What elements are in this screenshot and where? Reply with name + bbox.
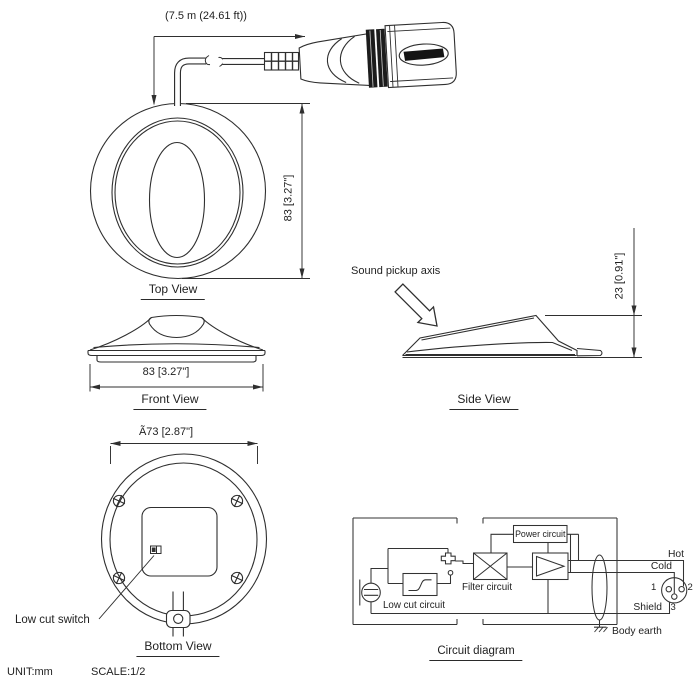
side-mid-seam: [405, 341, 575, 356]
side-top-seam: [421, 317, 535, 341]
bottom-plate: [141, 506, 218, 577]
side-cable-tab: [576, 347, 603, 357]
bottom-view-title: Bottom View: [136, 639, 220, 657]
switch-contact: [447, 569, 454, 576]
xlr-pin1-label: 1: [651, 582, 657, 593]
circuit-diagram-title: Circuit diagram: [429, 645, 523, 662]
circuit-diagram-drawing: [352, 517, 688, 633]
screw: [112, 494, 126, 508]
xlr-pin2-label: 2: [687, 582, 693, 593]
body-earth-label: Body earth: [612, 626, 662, 637]
low-cut-switch-symbol: [440, 548, 474, 565]
strain-relief-ribs: [263, 51, 300, 71]
cable-length-dim-label: (7.5 m (24.61 ft)): [165, 10, 247, 22]
xlr-pin-2: [678, 585, 685, 593]
top-dome-ring-inner: [114, 120, 241, 265]
xlr-pinout-symbol: [661, 577, 688, 604]
xlr-connector: [298, 21, 457, 89]
screw: [112, 571, 126, 585]
dim-bottom-diameter: [110, 441, 258, 464]
top-outer-shell: [89, 102, 267, 280]
unit-label: UNIT:mm: [7, 666, 53, 678]
side-view-drawing: [394, 228, 642, 359]
filter-circuit-label: Filter circuit: [461, 581, 513, 593]
switch-leader-line: [98, 555, 155, 620]
front-base: [96, 355, 257, 363]
top-height-dim-label: 83 [3.27"]: [282, 174, 295, 222]
hot-wire: [568, 559, 685, 587]
bottom-diameter-dim-label: Ã73 [2.87"]: [138, 426, 194, 438]
screw: [230, 571, 244, 585]
cable-clamp: [165, 609, 191, 629]
hot-wire-label: Hot: [667, 549, 684, 560]
front-view-title: Front View: [133, 392, 207, 410]
filter-circuit-block: [472, 552, 508, 581]
shield-wire-label: Shield: [633, 601, 662, 613]
cold-wire-label: Cold: [650, 561, 672, 572]
body-earth-symbol: [594, 620, 608, 633]
front-top-cap: [148, 314, 205, 339]
pickup-axis-arrow: [394, 283, 438, 327]
low-cut-switch: [150, 545, 162, 554]
cable-outline: [174, 57, 206, 106]
amplifier-block: [531, 552, 569, 581]
front-rim: [87, 349, 266, 357]
xlr-pin3-label: 3: [670, 601, 676, 613]
cable-break-mark: [204, 55, 211, 66]
dim-side-height: [545, 228, 642, 358]
cable-shield-symbol: [591, 554, 608, 621]
top-view-drawing: [89, 21, 457, 280]
dim-front-width: [89, 364, 264, 392]
top-dome-ring-outer: [111, 117, 244, 268]
low-cut-switch-label: Low cut switch: [15, 614, 90, 626]
dim-top-height: [182, 103, 310, 279]
cold-wire: [568, 571, 675, 594]
bottom-outer-circle: [100, 453, 268, 625]
front-view-drawing: [87, 314, 266, 392]
low-cut-circuit-label: Low cut circuit: [382, 599, 446, 611]
front-seam: [93, 343, 260, 349]
bottom-view-drawing: [98, 441, 268, 637]
top-view-title: Top View: [140, 282, 206, 300]
connector-boot-curve: [326, 38, 347, 83]
mic-capsule-symbol: [359, 579, 381, 606]
circuit-enclosure: [352, 517, 618, 626]
power-circuit-label: Power circuit: [515, 529, 566, 539]
connector-boot: [298, 32, 372, 87]
dim-cable-length: [151, 34, 305, 106]
side-wedge-outline: [402, 314, 578, 357]
xlr-pin-1: [665, 585, 673, 593]
shield-wire: [370, 601, 671, 615]
front-width-dim-label: 83 [3.27"]: [142, 366, 190, 378]
top-grille-opening: [148, 141, 206, 259]
screw: [230, 494, 244, 508]
side-view-title: Side View: [449, 392, 519, 410]
side-height-dim-label: 23 [0.91"]: [613, 252, 626, 300]
low-cut-circuit-block: [402, 572, 438, 597]
scale-label: SCALE:1/2: [91, 666, 146, 678]
sound-pickup-axis-label: Sound pickup axis: [351, 265, 441, 277]
xlr-pin-3: [671, 593, 678, 600]
clamp-hole: [173, 613, 184, 624]
connector-brand-logo: [398, 43, 449, 66]
